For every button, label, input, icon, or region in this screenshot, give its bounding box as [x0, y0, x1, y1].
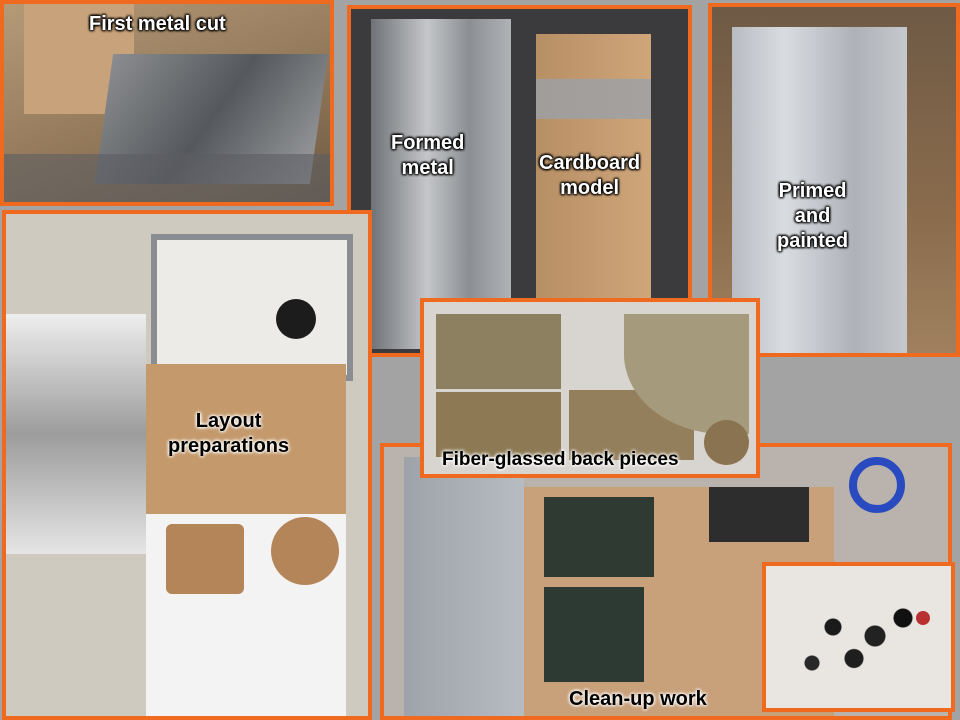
caption-line: Formed — [391, 132, 465, 154]
knob-cluster — [791, 591, 931, 681]
caption-line: painted — [777, 230, 849, 252]
caption-clean-up-work: Clean-up work — [569, 688, 707, 710]
caption-line: metal — [401, 157, 454, 179]
caption-line: model — [560, 177, 620, 199]
caption-line: and — [794, 205, 831, 227]
dark-piece — [544, 497, 654, 577]
layout-panel-top — [151, 234, 353, 381]
duct-tape — [536, 79, 651, 119]
cardboard-cutout-circle — [271, 517, 339, 585]
caption-cardboard-model: Cardboard model — [539, 151, 640, 201]
caption-line: Cardboard — [539, 152, 641, 174]
fiberglass-disc — [704, 420, 749, 465]
schematic-drawing — [6, 314, 146, 554]
caption-formed-metal: Formed metal — [391, 131, 464, 181]
caption-layout-preparations: Layout preparations — [168, 409, 289, 459]
caption-first-metal-cut: First metal cut — [89, 13, 226, 35]
dark-piece — [544, 587, 644, 682]
formed-metal-piece — [371, 19, 511, 349]
cardboard-cutout-square — [166, 524, 244, 594]
caption-primed-painted: Primed and painted — [777, 179, 848, 254]
painted-panel-side — [404, 457, 524, 716]
photo-knobs — [762, 562, 955, 712]
caption-fiber-glassed: Fiber-glassed back pieces — [442, 449, 679, 470]
photo-first-metal-cut: First metal cut — [0, 0, 334, 206]
knob — [276, 299, 316, 339]
workbench-edge — [4, 154, 330, 202]
caption-line: preparations — [168, 435, 290, 457]
blue-tape-roll — [849, 457, 905, 513]
photo-layout-preparations: Layout preparations — [2, 210, 372, 720]
layout-cardboard-middle — [146, 364, 346, 514]
caption-line: Layout — [195, 410, 262, 432]
fiberglass-piece — [436, 314, 561, 389]
painted-panel — [732, 27, 907, 353]
photo-fiber-glassed-pieces: Fiber-glassed back pieces — [420, 298, 760, 478]
caption-line: Primed — [778, 180, 847, 202]
photo-formed-metal-cardboard: Formed metal Cardboard model — [347, 5, 692, 357]
dark-piece — [709, 487, 809, 542]
knob-red — [916, 611, 930, 625]
fiberglass-piece — [436, 392, 561, 457]
photo-primed-painted: Primed and painted — [708, 3, 960, 357]
